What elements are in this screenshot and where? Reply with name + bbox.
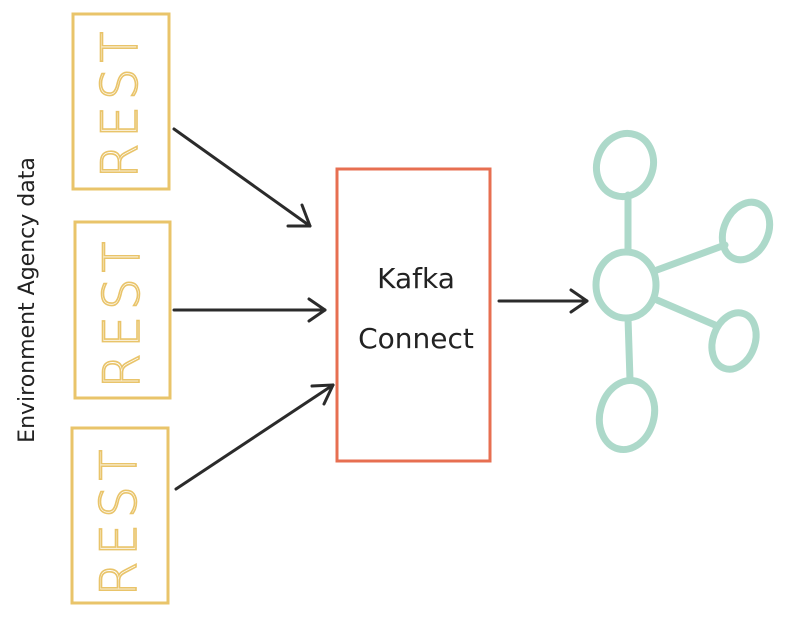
rest-source-2-label: REST — [93, 236, 151, 389]
side-label: Environment Agency data — [15, 157, 40, 443]
kafka-connect-line2: Connect — [358, 322, 474, 355]
rest-source-3: REST — [70, 426, 170, 605]
kafka-connect-line1: Kafka — [377, 262, 455, 295]
rest-source-2-box — [73, 220, 172, 400]
rest-source-3-label: REST — [90, 444, 148, 597]
arrow-connect-to-network — [497, 288, 589, 314]
kafka-connect-box — [335, 167, 492, 463]
arrow-source-1-to-connect — [172, 127, 312, 228]
kafka-connect: Kafka Connect — [335, 167, 492, 463]
network-graph-icon — [592, 129, 774, 454]
rest-source-1: REST — [71, 12, 171, 191]
arrow-source-2-to-connect — [172, 297, 327, 323]
arrow-source-3-to-connect — [174, 383, 335, 491]
rest-source-1-box — [71, 12, 171, 191]
rest-source-1-label: REST — [91, 26, 149, 179]
rest-source-2: REST — [73, 220, 172, 400]
rest-source-3-box — [70, 426, 170, 605]
